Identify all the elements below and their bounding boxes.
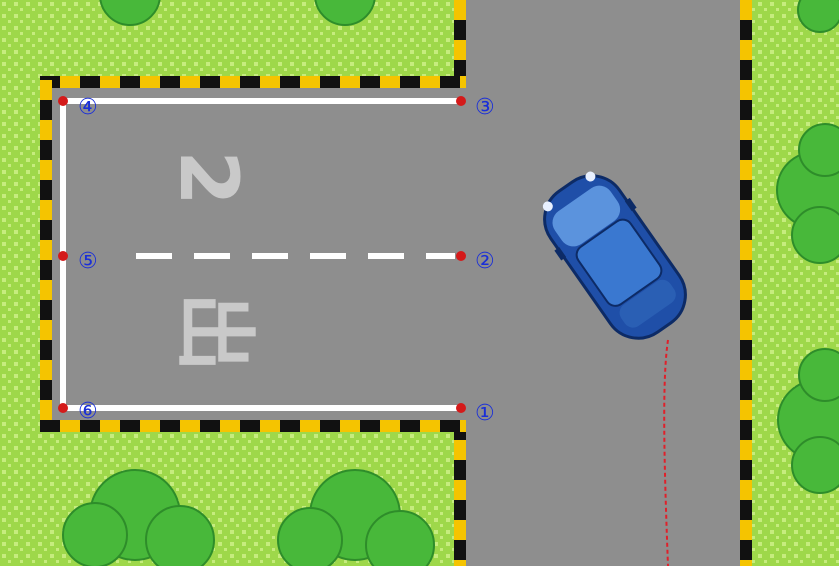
label-3: ③: [475, 95, 495, 120]
space-number-text: 2: [162, 150, 255, 206]
point-2: [456, 251, 466, 261]
curb-main-left-bottom: [454, 420, 466, 566]
marker-points: [58, 96, 466, 413]
curb-main-left-top: [454, 0, 466, 88]
tree-icon: [277, 469, 435, 566]
tree-icon: [777, 348, 839, 494]
tree-icon: [62, 469, 215, 566]
curb-space-left: [40, 76, 52, 432]
label-1: ①: [475, 401, 495, 426]
car-icon: [542, 171, 687, 340]
point-5: [58, 251, 68, 261]
space-exit-text: 出: [168, 292, 261, 372]
curb-main-right: [740, 0, 752, 566]
point-4: [58, 96, 68, 106]
label-4: ④: [78, 95, 98, 120]
label-5: ⑤: [78, 249, 98, 274]
tree-icon: [776, 123, 839, 264]
car-trajectory-path: [663, 339, 669, 566]
label-2: ②: [475, 249, 495, 274]
point-1: [456, 403, 466, 413]
point-6: [58, 403, 68, 413]
curb-space-bottom: [40, 420, 466, 432]
curb-space-top: [40, 76, 466, 88]
point-3: [456, 96, 466, 106]
label-6: ⑥: [78, 399, 98, 424]
tree-icon: [99, 0, 839, 33]
